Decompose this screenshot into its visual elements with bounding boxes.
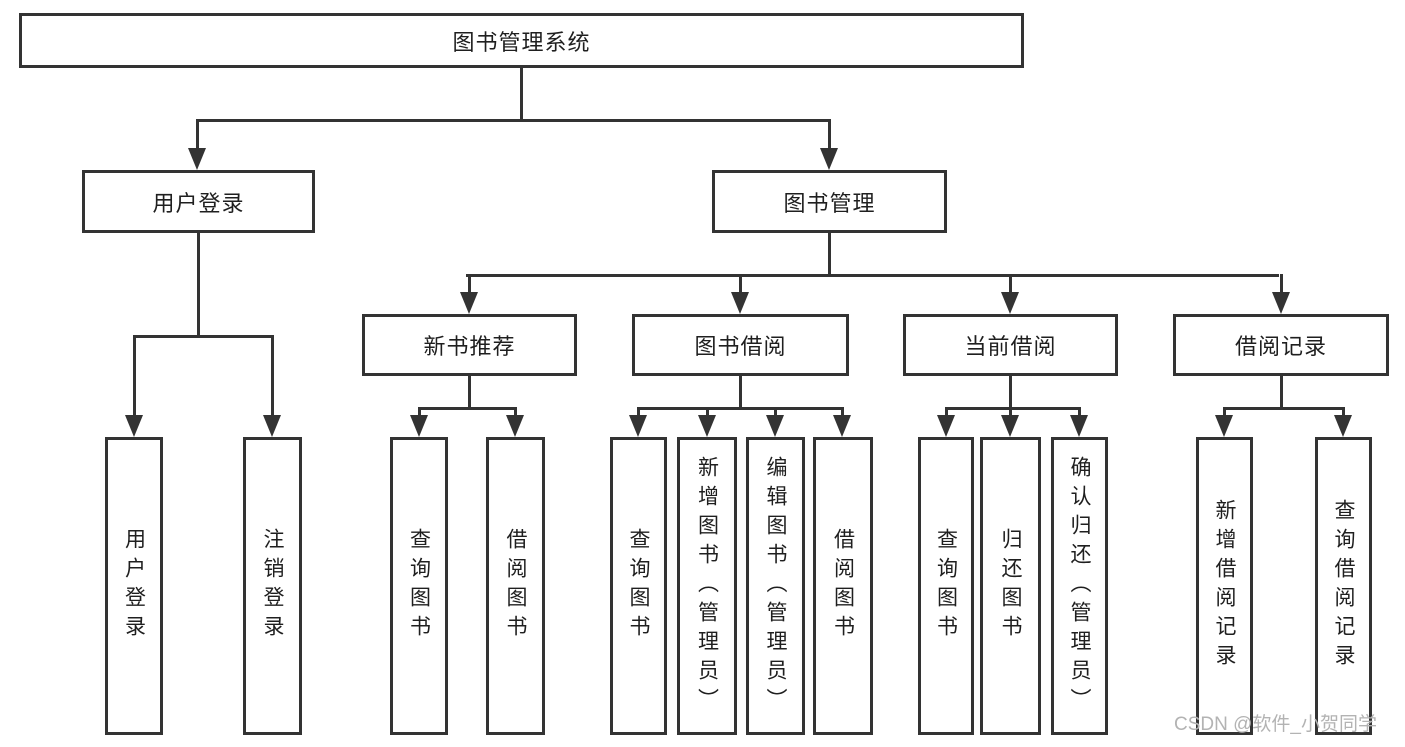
arrowhead-down-icon (460, 292, 478, 314)
leaf-query-book-borrow: 查询图书 (610, 437, 667, 735)
leaf-add-book-admin-label: 新增图书（管理员） (695, 455, 719, 717)
node-book-management-label: 图书管理 (783, 190, 876, 216)
connector-line (418, 407, 421, 417)
node-current-borrow-label: 当前借阅 (964, 334, 1057, 359)
connector-line (828, 119, 831, 150)
arrowhead-down-icon (1001, 292, 1019, 314)
node-new-book-recommend-label: 新书推荐 (423, 334, 516, 359)
leaf-add-borrow-record: 新增借阅记录 (1196, 437, 1253, 735)
arrowhead-down-icon (731, 292, 749, 314)
leaf-query-book-recommend-label: 查询图书 (407, 528, 431, 644)
node-user-login-label: 用户登录 (152, 190, 245, 216)
node-borrow-records-label: 借阅记录 (1234, 334, 1327, 359)
connector-line (739, 376, 742, 409)
connector-line (637, 407, 844, 410)
node-user-login: 用户登录 (82, 170, 315, 233)
leaf-return-book-label: 归还图书 (999, 528, 1022, 644)
arrowhead-down-icon (410, 415, 428, 437)
connector-line (841, 407, 844, 417)
connector-line (196, 119, 199, 150)
node-book-borrow-label: 图书借阅 (694, 334, 787, 359)
node-new-book-recommend: 新书推荐 (362, 314, 577, 376)
arrowhead-down-icon (1070, 415, 1088, 437)
leaf-user-login: 用户登录 (105, 437, 163, 735)
connector-line (133, 335, 136, 417)
connector-line (1009, 274, 1012, 296)
connector-line (739, 274, 742, 296)
connector-line (945, 407, 1081, 410)
connector-line (1009, 407, 1012, 417)
leaf-query-book-current: 查询图书 (918, 437, 974, 735)
arrowhead-down-icon (1272, 292, 1290, 314)
leaf-confirm-return-admin: 确认归还（管理员） (1051, 437, 1108, 735)
node-book-borrow: 图书借阅 (632, 314, 849, 376)
connector-line (1342, 407, 1345, 417)
node-book-management: 图书管理 (712, 170, 947, 233)
leaf-user-login-label: 用户登录 (122, 528, 146, 644)
leaf-edit-book-admin-label: 编辑图书（管理员） (764, 455, 787, 717)
leaf-add-book-admin: 新增图书（管理员） (677, 437, 737, 735)
connector-line (468, 376, 471, 409)
leaf-query-borrow-record: 查询借阅记录 (1315, 437, 1372, 735)
connector-line (637, 407, 640, 417)
connector-line (271, 335, 274, 417)
connector-line (468, 274, 471, 296)
connector-line (197, 233, 200, 337)
arrowhead-down-icon (833, 415, 851, 437)
leaf-borrow-book-label: 借阅图书 (831, 528, 855, 644)
csdn-watermark: CSDN @软件_小贺同学 (1174, 714, 1377, 735)
arrowhead-down-icon (1334, 415, 1352, 437)
connector-line (1280, 376, 1283, 409)
leaf-borrow-book-recommend: 借阅图书 (486, 437, 545, 735)
arrowhead-down-icon (698, 415, 716, 437)
connector-line (514, 407, 517, 417)
arrowhead-down-icon (506, 415, 524, 437)
leaf-query-borrow-record-label: 查询借阅记录 (1332, 499, 1355, 673)
connector-line (1223, 407, 1345, 410)
leaf-query-book-borrow-label: 查询图书 (627, 528, 650, 644)
arrowhead-down-icon (766, 415, 784, 437)
connector-line (418, 407, 517, 410)
leaf-edit-book-admin: 编辑图书（管理员） (746, 437, 805, 735)
connector-line (945, 407, 948, 417)
connector-line (774, 407, 777, 417)
arrowhead-down-icon (263, 415, 281, 437)
leaf-borrow-book-recommend-label: 借阅图书 (504, 528, 527, 644)
arrowhead-down-icon (1001, 415, 1019, 437)
arrowhead-down-icon (937, 415, 955, 437)
arrowhead-down-icon (125, 415, 143, 437)
arrowhead-down-icon (188, 148, 206, 170)
connector-line (520, 68, 523, 121)
leaf-logout-login-label: 注销登录 (261, 528, 284, 644)
leaf-borrow-book: 借阅图书 (813, 437, 873, 735)
connector-line (706, 407, 709, 417)
arrowhead-down-icon (820, 148, 838, 170)
connector-line (1078, 407, 1081, 417)
node-library-system-label: 图书管理系统 (452, 29, 591, 55)
connector-line (196, 119, 830, 122)
node-current-borrow: 当前借阅 (903, 314, 1118, 376)
connector-line (133, 335, 274, 338)
node-library-system: 图书管理系统 (19, 13, 1024, 68)
leaf-return-book: 归还图书 (980, 437, 1041, 735)
connector-line (1009, 376, 1012, 409)
leaf-logout-login: 注销登录 (243, 437, 302, 735)
node-borrow-records: 借阅记录 (1173, 314, 1389, 376)
connector-line (828, 233, 831, 276)
arrowhead-down-icon (629, 415, 647, 437)
leaf-query-book-recommend: 查询图书 (390, 437, 448, 735)
connector-line (466, 274, 1279, 277)
leaf-add-borrow-record-label: 新增借阅记录 (1213, 499, 1236, 673)
connector-line (1280, 274, 1283, 296)
arrowhead-down-icon (1215, 415, 1233, 437)
connector-line (1223, 407, 1226, 417)
leaf-query-book-current-label: 查询图书 (934, 528, 958, 644)
leaf-confirm-return-admin-label: 确认归还（管理员） (1068, 455, 1091, 717)
